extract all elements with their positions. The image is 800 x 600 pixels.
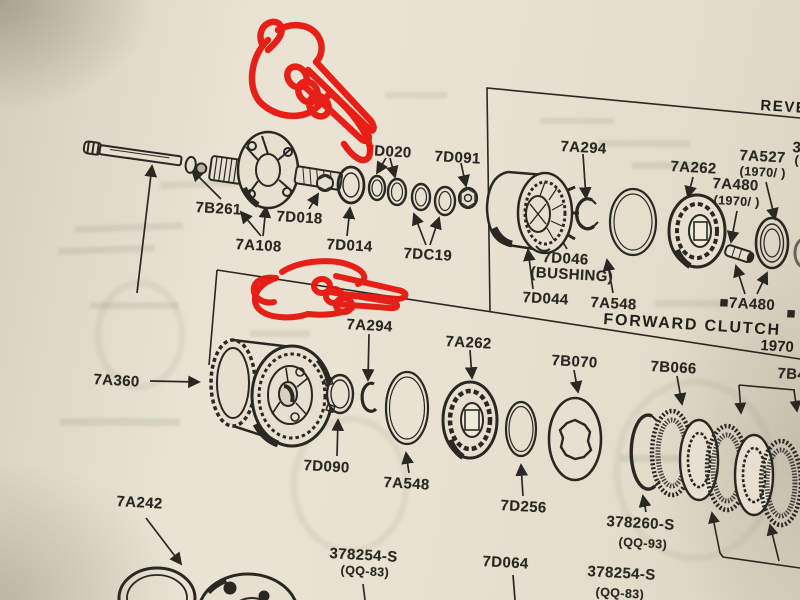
clutch-piston-7A262-lower-illustration xyxy=(441,380,499,460)
leader-arrows-lower xyxy=(145,333,687,600)
year-note: 1970 xyxy=(759,337,795,357)
clutch-piston-7A262-upper-illustration xyxy=(667,193,727,269)
washer-7D014-illustration xyxy=(336,165,366,205)
snap-ring-7A294-upper-illustration xyxy=(574,197,599,231)
ring-7A242-illustration xyxy=(117,566,197,600)
pressure-plate-7B070-illustration xyxy=(547,396,603,482)
snap-ring-378260-illustration xyxy=(629,413,661,491)
reverse-section-heading-partial: REVE xyxy=(759,97,800,117)
ring-7A548-lower-illustration xyxy=(384,370,430,446)
seal-7A527-illustration xyxy=(754,216,790,270)
retainer-7D090-illustration xyxy=(323,373,355,415)
input-shaft-illustration xyxy=(82,130,343,210)
ring-7A548-upper-illustration xyxy=(608,187,658,257)
leader-arrows-upper xyxy=(136,153,779,295)
clutch-pack-7B066-illustration xyxy=(649,408,800,528)
reverse-clutch-drum-illustration xyxy=(485,170,579,255)
forward-clutch-drum-7A360-illustration xyxy=(209,338,334,448)
check-valve-7A480-illustration xyxy=(724,244,755,264)
ring-7D256-illustration xyxy=(504,400,538,458)
edge-clipped-part xyxy=(793,238,800,268)
bottom-edge-drum-illustration xyxy=(199,572,297,600)
snap-ring-7A294-lower-illustration xyxy=(360,381,378,413)
nut-7D018-illustration xyxy=(316,174,334,192)
clutch-pack-brackets xyxy=(708,384,800,569)
seal-rings-7D020-7DC19-illustration xyxy=(367,174,457,217)
hex-nut-7D091-illustration xyxy=(457,186,479,210)
